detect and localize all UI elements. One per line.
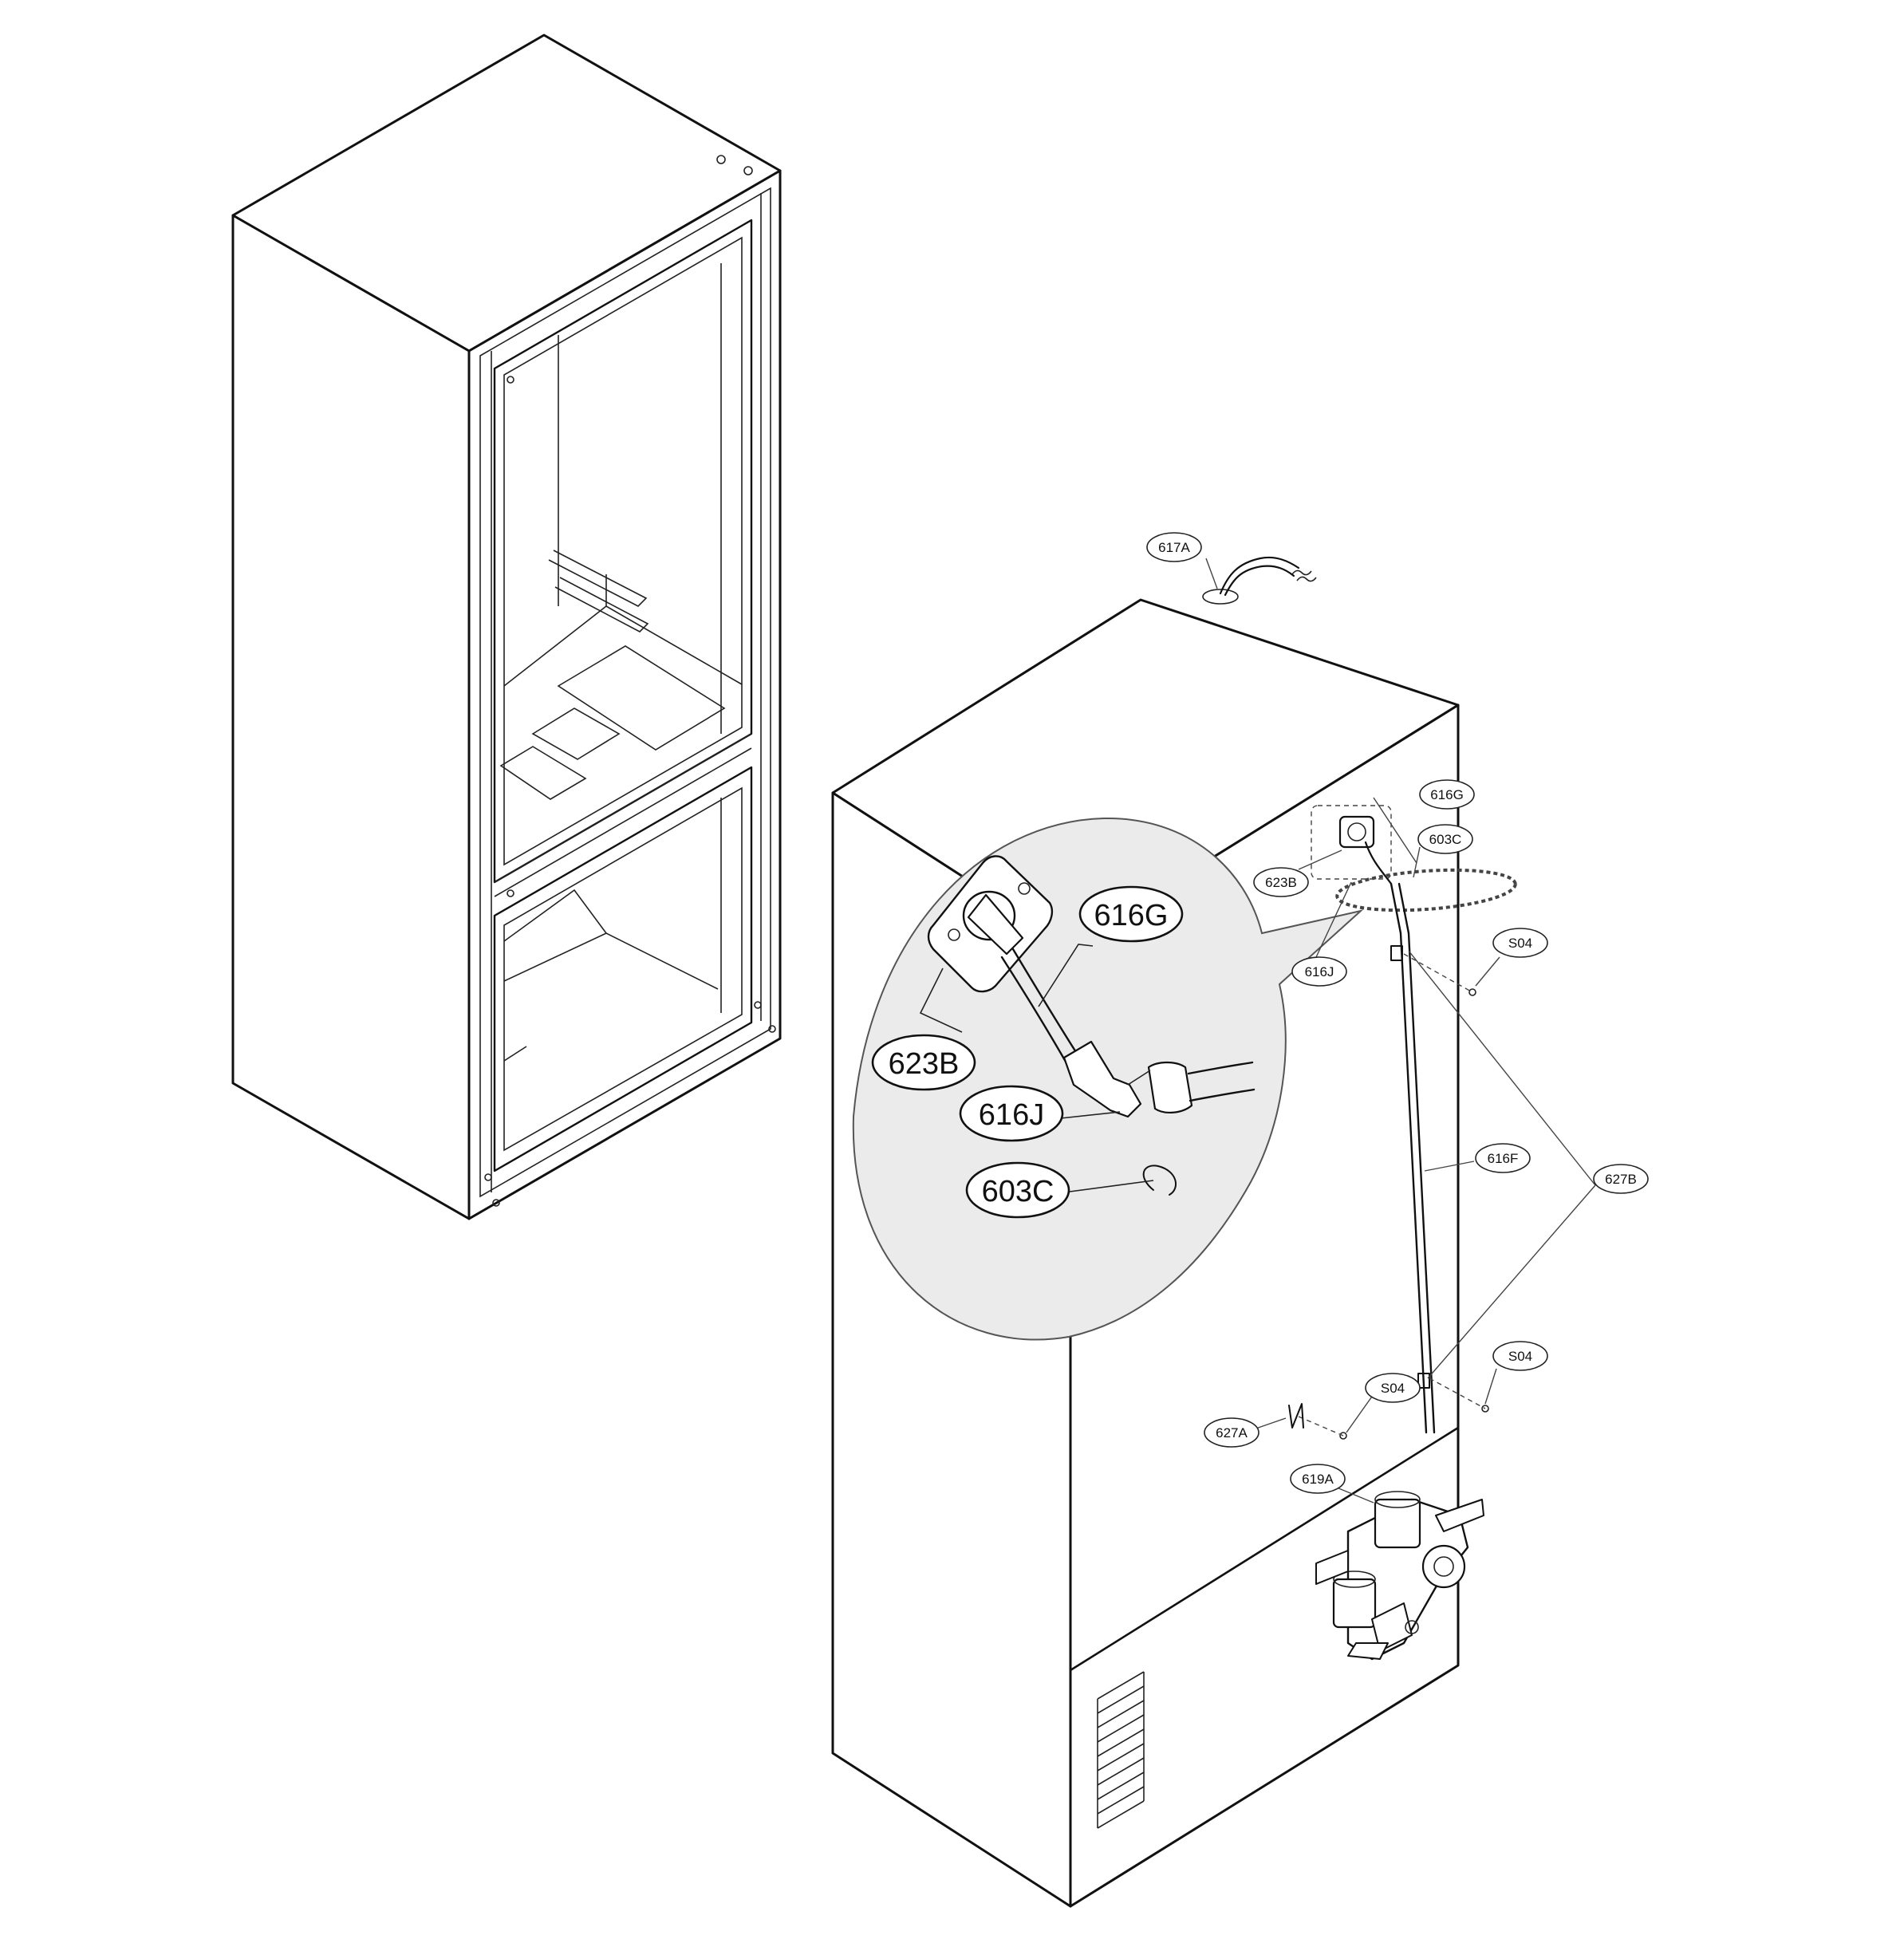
callout-616G: 616G — [1419, 779, 1475, 810]
callout-S04-top: S04 — [1492, 928, 1548, 958]
svg-text:603C: 603C — [1429, 832, 1462, 847]
callout-S04-right: S04 — [1492, 1341, 1548, 1371]
callout-619A: 619A — [1290, 1464, 1346, 1494]
detail-callout-603C: 603C — [965, 1161, 1070, 1219]
svg-text:603C: 603C — [982, 1175, 1054, 1208]
callout-603C: 603C — [1417, 824, 1473, 854]
power-cord-617A — [1202, 556, 1317, 605]
callout-617A: 617A — [1146, 532, 1202, 562]
svg-text:S04: S04 — [1508, 1349, 1532, 1364]
svg-text:623B: 623B — [1265, 875, 1297, 890]
detail-callout-623B: 623B — [871, 1034, 976, 1091]
svg-text:627B: 627B — [1605, 1172, 1637, 1187]
svg-text:617A: 617A — [1158, 540, 1190, 555]
callouts-main: 617A 616G 603C 623B 616J S04 616F 627B — [1146, 532, 1649, 1494]
callouts-detail: 616G 623B 616J 603C — [871, 885, 1184, 1219]
callout-616J: 616J — [1291, 956, 1347, 987]
water-valve-619A — [1315, 1491, 1484, 1661]
screws-S04 — [1298, 953, 1489, 1440]
callout-627A: 627A — [1204, 1417, 1259, 1448]
callout-623B: 623B — [1253, 867, 1309, 897]
callout-616F: 616F — [1475, 1143, 1531, 1173]
svg-text:623B: 623B — [889, 1047, 960, 1081]
detail-callout-616J: 616J — [959, 1085, 1064, 1142]
svg-text:616J: 616J — [979, 1098, 1044, 1132]
clip-627A — [1288, 1403, 1304, 1429]
svg-text:616G: 616G — [1094, 899, 1169, 932]
svg-text:616G: 616G — [1430, 787, 1464, 802]
svg-text:619A: 619A — [1302, 1472, 1334, 1487]
callout-S04-middle: S04 — [1365, 1373, 1421, 1403]
svg-text:627A: 627A — [1216, 1425, 1248, 1440]
detail-callout-616G: 616G — [1078, 885, 1184, 943]
callout-627B: 627B — [1593, 1164, 1649, 1194]
svg-text:616F: 616F — [1488, 1151, 1519, 1166]
svg-text:S04: S04 — [1508, 936, 1532, 951]
svg-text:616J: 616J — [1305, 964, 1334, 979]
svg-text:S04: S04 — [1381, 1381, 1405, 1396]
refrigerator-cabinet-front — [231, 33, 782, 1220]
water-tube-616F — [1311, 805, 1517, 1434]
